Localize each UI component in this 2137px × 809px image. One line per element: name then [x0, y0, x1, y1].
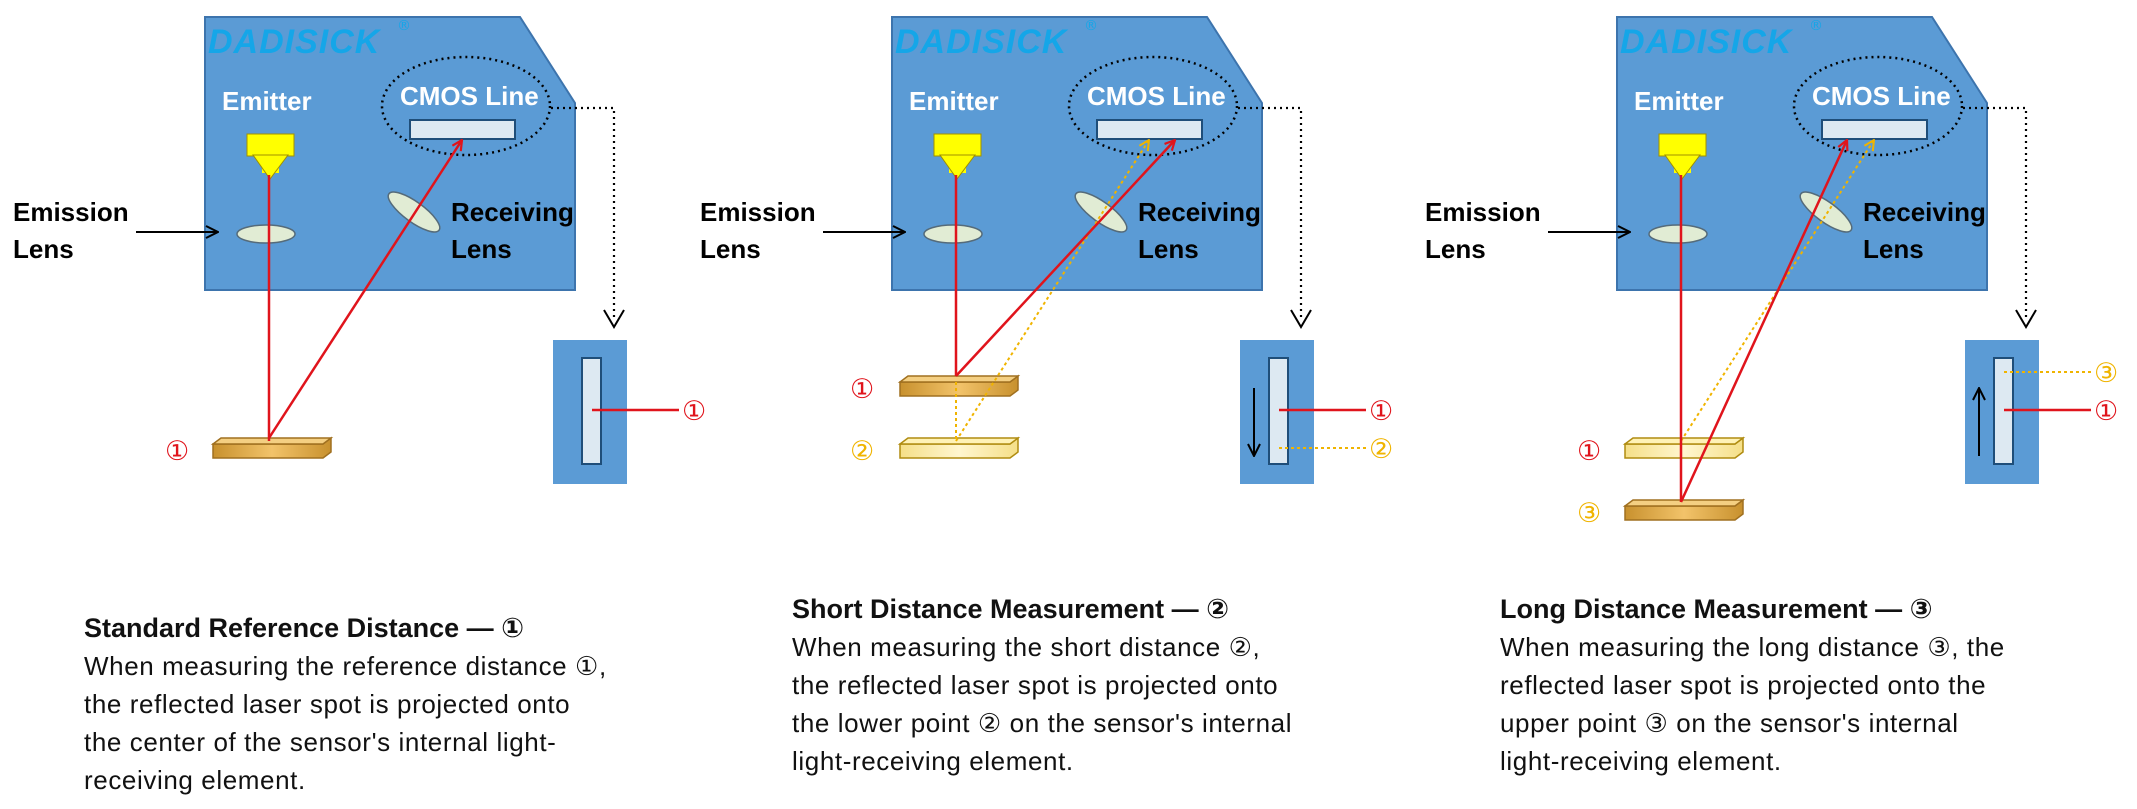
caption-body: When measuring the reference distance ①,… — [84, 651, 607, 795]
receiving-lens-label-2: Lens — [1138, 234, 1199, 264]
panel-short: DADISICK ® Emitter CMOS Line Receiving L… — [700, 17, 1393, 484]
emission-lens-label-1: Emission — [1425, 197, 1541, 227]
target-plate-long — [1624, 499, 1744, 521]
emission-lens-label-1: Emission — [13, 197, 129, 227]
caption-long: Long Distance Measurement — ③ When measu… — [1500, 590, 2060, 780]
emission-lens-label-2: Lens — [13, 234, 74, 264]
emitter-label: Emitter — [1634, 86, 1724, 116]
emitter-label: Emitter — [222, 86, 312, 116]
receiving-lens-label-1: Receiving — [1138, 197, 1261, 227]
receiving-lens-label-2: Lens — [451, 234, 512, 264]
emission-lens-label-2: Lens — [1425, 234, 1486, 264]
cmos-line-label: CMOS Line — [1087, 81, 1226, 111]
brand-logo: DADISICK — [895, 23, 1069, 61]
marker-detail-1: ① — [1369, 396, 1393, 427]
marker-detail-1: ① — [2094, 396, 2118, 427]
caption-title: Long Distance Measurement — ③ — [1500, 594, 1933, 624]
cmos-line-label: CMOS Line — [400, 81, 539, 111]
marker-target-1: ① — [1577, 436, 1601, 467]
caption-short: Short Distance Measurement — ② When meas… — [792, 590, 1352, 780]
marker-detail-1: ① — [682, 396, 706, 427]
sensor-head — [136, 17, 627, 484]
brand-registered-mark: ® — [1809, 18, 1823, 34]
brand-registered-mark: ® — [1084, 18, 1098, 34]
sensor-head — [823, 17, 1314, 484]
panel-reference: DADISICK ® Emitter CMOS Line Receiving L… — [13, 17, 706, 484]
brand-logo: DADISICK — [208, 23, 382, 61]
emission-lens-label-1: Emission — [700, 197, 816, 227]
brand-logo: DADISICK — [1620, 23, 1794, 61]
receiving-lens-label-1: Receiving — [451, 197, 574, 227]
target-plate-reference — [1624, 437, 1744, 459]
target-plate-reference — [899, 437, 1019, 459]
marker-detail-3: ③ — [2094, 358, 2118, 389]
brand-registered-mark: ® — [397, 18, 411, 34]
target-plate-short — [899, 375, 1019, 397]
sensor-head — [1548, 17, 2039, 484]
marker-target-1: ① — [850, 374, 874, 405]
marker-detail-2: ② — [1369, 434, 1393, 465]
laser-reflected-ray — [1679, 140, 1847, 503]
laser-reflected-ray — [267, 140, 462, 439]
marker-target-3: ③ — [1577, 498, 1601, 529]
marker-target-1: ① — [165, 436, 189, 467]
receiving-lens-label-1: Receiving — [1863, 197, 1986, 227]
cmos-line-label: CMOS Line — [1812, 81, 1951, 111]
caption-title: Standard Reference Distance — ① — [84, 613, 525, 643]
emission-lens-label-2: Lens — [700, 234, 761, 264]
caption-body: When measuring the short distance ②, the… — [792, 632, 1293, 776]
laser-reflected-ray — [955, 140, 1175, 377]
marker-target-2: ② — [850, 436, 874, 467]
caption-body: When measuring the long distance ③, the … — [1500, 632, 2005, 776]
caption-title: Short Distance Measurement — ② — [792, 594, 1229, 624]
caption-reference: Standard Reference Distance — ① When mea… — [84, 609, 644, 799]
emitter-label: Emitter — [909, 86, 999, 116]
target-plate-reference — [212, 437, 332, 459]
receiving-lens-label-2: Lens — [1863, 234, 1924, 264]
panel-long: DADISICK ® Emitter CMOS Line Receiving L… — [1425, 17, 2118, 529]
